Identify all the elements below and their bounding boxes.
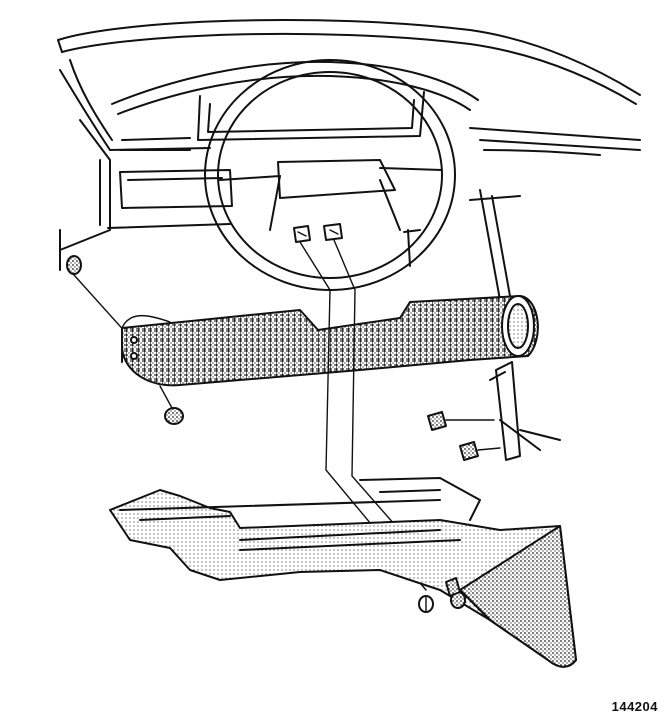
lower-fascia xyxy=(107,169,521,301)
dashboard-outline xyxy=(57,18,641,271)
column-brackets xyxy=(293,223,343,243)
duct-nut xyxy=(159,385,184,425)
instrument-cluster xyxy=(111,60,601,156)
lower-panel-screws xyxy=(418,577,466,613)
lower-trim-panel xyxy=(109,477,577,668)
right-bracket xyxy=(427,361,561,461)
figure-reference-number: 144204 xyxy=(611,699,658,714)
air-duct xyxy=(121,295,539,387)
left-mount-bolt xyxy=(66,255,129,336)
steering-wheel xyxy=(204,59,456,291)
